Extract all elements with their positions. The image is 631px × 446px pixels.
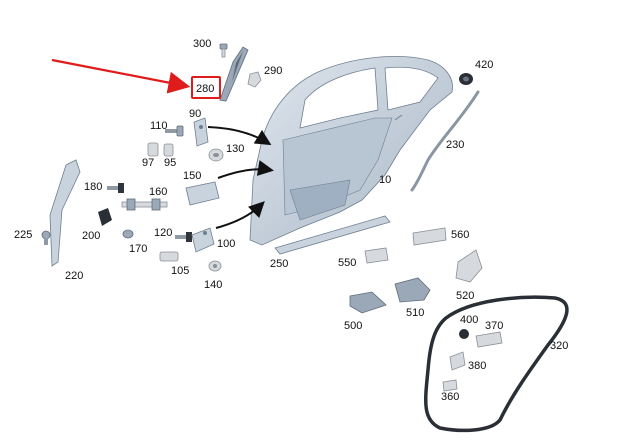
label-370[interactable]: 370 <box>485 320 503 332</box>
part-550-shape <box>364 247 389 264</box>
part-520-shape <box>455 249 483 283</box>
label-10[interactable]: 10 <box>379 174 391 186</box>
part-140-shape <box>208 260 222 272</box>
label-170[interactable]: 170 <box>129 243 147 255</box>
label-420[interactable]: 420 <box>475 59 493 71</box>
part-130-shape <box>208 148 224 162</box>
label-280[interactable]: 280 <box>196 83 214 95</box>
part-120-shape <box>175 232 192 242</box>
label-300[interactable]: 300 <box>193 38 211 50</box>
label-110[interactable]: 110 <box>150 120 168 132</box>
part-300-shape <box>219 43 228 58</box>
part-150-shape <box>185 181 220 206</box>
label-500[interactable]: 500 <box>344 320 362 332</box>
label-400[interactable]: 400 <box>460 314 478 326</box>
highlight-box <box>191 76 221 99</box>
part-250-shape <box>274 215 391 255</box>
label-130[interactable]: 130 <box>226 143 244 155</box>
label-290[interactable]: 290 <box>264 65 282 77</box>
part-90-shape <box>193 117 209 147</box>
part-225-shape <box>41 230 51 245</box>
label-560[interactable]: 560 <box>451 229 469 241</box>
part-510-shape <box>394 277 431 303</box>
part-230-shape <box>410 90 480 192</box>
part-labels: 300 290 280 420 90 110 130 97 95 230 150… <box>14 38 568 403</box>
part-220-shape <box>49 159 81 267</box>
part-400-shape <box>459 329 469 339</box>
label-230[interactable]: 230 <box>446 139 464 151</box>
part-420-shape <box>459 73 473 85</box>
label-510[interactable]: 510 <box>406 307 424 319</box>
label-140[interactable]: 140 <box>204 279 222 291</box>
part-200-shape <box>98 208 112 226</box>
part-97-shape <box>147 142 159 157</box>
part-105-shape <box>159 251 179 262</box>
part-380-shape <box>449 351 466 371</box>
label-100[interactable]: 100 <box>217 238 235 250</box>
label-90[interactable]: 90 <box>189 108 201 120</box>
label-160[interactable]: 160 <box>149 186 167 198</box>
label-120[interactable]: 120 <box>154 227 172 239</box>
part-95-shape <box>163 143 174 157</box>
label-250[interactable]: 250 <box>270 258 288 270</box>
part-100-shape <box>191 227 215 253</box>
label-200[interactable]: 200 <box>82 230 100 242</box>
label-520[interactable]: 520 <box>456 290 474 302</box>
part-110-shape <box>165 125 184 137</box>
part-370-shape <box>475 331 503 348</box>
part-320-shape <box>424 295 569 433</box>
leader-lines <box>207 126 274 229</box>
label-320[interactable]: 320 <box>550 340 568 352</box>
part-160-shape <box>121 198 168 211</box>
part-500-shape <box>349 291 387 314</box>
label-97[interactable]: 97 <box>142 157 154 169</box>
label-220[interactable]: 220 <box>65 270 83 282</box>
part-290-shape <box>247 71 262 88</box>
label-105[interactable]: 105 <box>171 265 189 277</box>
door-shell <box>249 56 453 246</box>
label-360[interactable]: 360 <box>441 391 459 403</box>
part-360-shape <box>442 379 458 392</box>
label-95[interactable]: 95 <box>164 157 176 169</box>
highlight-arrow <box>51 58 191 94</box>
label-225[interactable]: 225 <box>14 229 32 241</box>
part-170-shape <box>122 229 134 239</box>
part-560-shape <box>412 227 447 246</box>
part-280-shape <box>219 46 249 102</box>
label-150[interactable]: 150 <box>183 170 201 182</box>
part-180-shape <box>107 183 124 193</box>
label-380[interactable]: 380 <box>468 360 486 372</box>
label-180[interactable]: 180 <box>84 181 102 193</box>
label-550[interactable]: 550 <box>338 257 356 269</box>
